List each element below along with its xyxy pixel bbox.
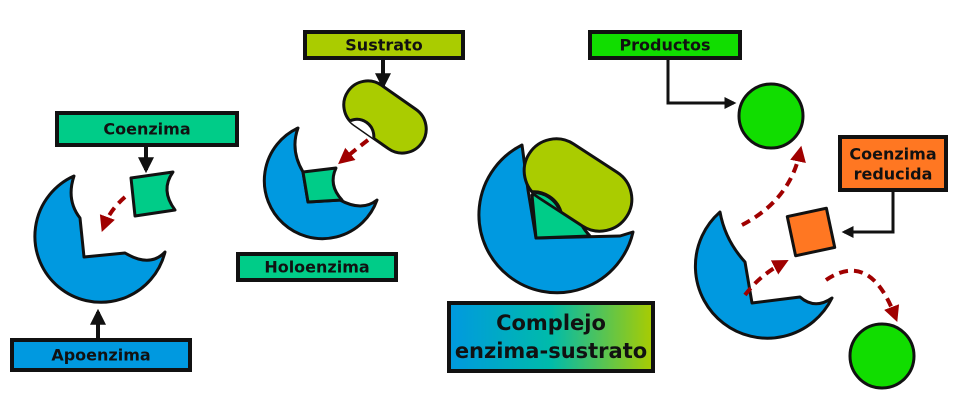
- sustrato-label-text: Sustrato: [345, 36, 422, 55]
- productos-label: Productos: [588, 30, 742, 60]
- coenzyme-release-arrow: [743, 260, 789, 297]
- product-release-arrow: [741, 145, 806, 227]
- coenzima-label: Coenzima: [55, 111, 239, 147]
- second-product-release-arrow: [824, 268, 900, 322]
- sustrato-shape: [338, 79, 428, 155]
- coenzima-reducida-label: Coenzima reducida: [838, 135, 948, 192]
- coenzima-label-text: Coenzima: [103, 120, 190, 139]
- holoenzima-coenzima-shape: [301, 166, 344, 204]
- substrate-binding-arrow: [338, 138, 370, 165]
- sustrato-label: Sustrato: [303, 30, 465, 60]
- binding-arrow: [99, 195, 127, 232]
- complejo-label: Complejo enzima-sustrato: [447, 301, 655, 373]
- coenzima-reducida-pointer-arrow: [841, 190, 895, 238]
- coenzima-reducida-line2: reducida: [854, 165, 933, 184]
- product-circle-top: [737, 82, 805, 150]
- productos-pointer-arrow: [666, 58, 737, 109]
- complejo-enzima-shape: [477, 143, 635, 295]
- complejo-label-line1: Complejo: [496, 311, 606, 335]
- holoenzima-label-text: Holoenzima: [264, 258, 369, 277]
- coenzima-reducida-line1: Coenzima: [849, 145, 936, 164]
- coenzima-reducida-shape: [785, 206, 837, 258]
- apoenzima-label-text: Apoenzima: [51, 346, 150, 365]
- apoenzima-shape: [33, 174, 167, 304]
- productos-label-text: Productos: [619, 36, 710, 55]
- free-enzyme-shape: [693, 210, 834, 340]
- apoenzima-label: Apoenzima: [10, 338, 192, 372]
- complejo-label-line2: enzima-sustrato: [455, 339, 647, 363]
- product-circle-bottom: [848, 322, 916, 390]
- coenzima-shape: [129, 170, 177, 218]
- holoenzima-label: Holoenzima: [236, 252, 398, 282]
